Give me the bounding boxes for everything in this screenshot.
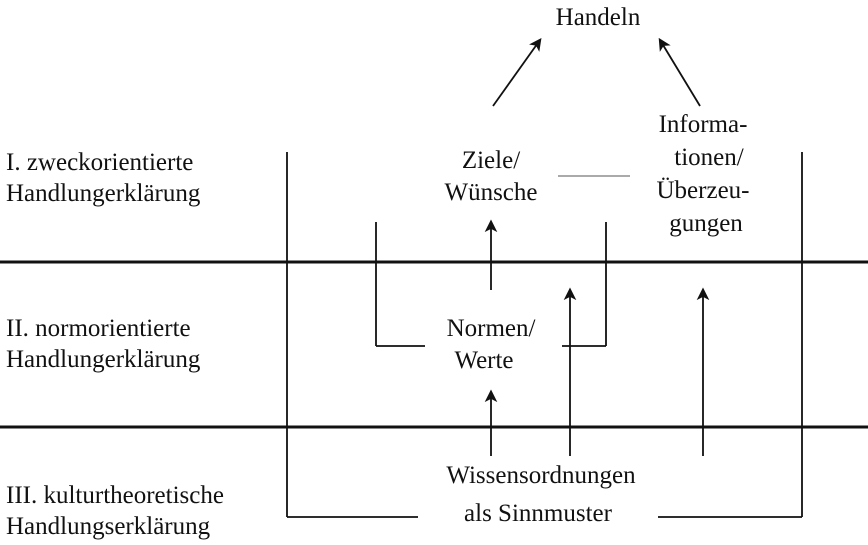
node-information-line4: gungen [669,210,743,237]
level-3-label-line1: III. kulturtheoretische [6,482,224,509]
node-goals-line2: Wünsche [444,179,537,206]
level-1-label-line2: Handlungerklärung [6,180,201,207]
node-information-line1: Informa- [659,111,748,138]
level-1-label-line1: I. zweckorientierte [6,149,193,176]
node-knowledge-line1: Wissensordnungen [446,462,636,489]
node-goals-line1: Ziele/ [462,147,520,174]
node-information-line3: Überzeu- [657,177,750,204]
level-2-label-line2: Handlungerklärung [6,346,201,373]
level-3-label-line2: Handlungserklärung [6,513,211,540]
arrow-information-to-action [658,37,701,107]
node-information-line2: tionen/ [674,144,743,171]
arrow-goals-to-action [492,37,542,107]
level-2-label-line1: II. normorientierte [6,315,191,342]
node-handeln: Handeln [556,4,641,31]
node-knowledge-line2: als Sinnmuster [464,500,613,527]
node-norms-line1: Normen/ [447,315,536,342]
node-norms-line2: Werte [454,347,513,374]
